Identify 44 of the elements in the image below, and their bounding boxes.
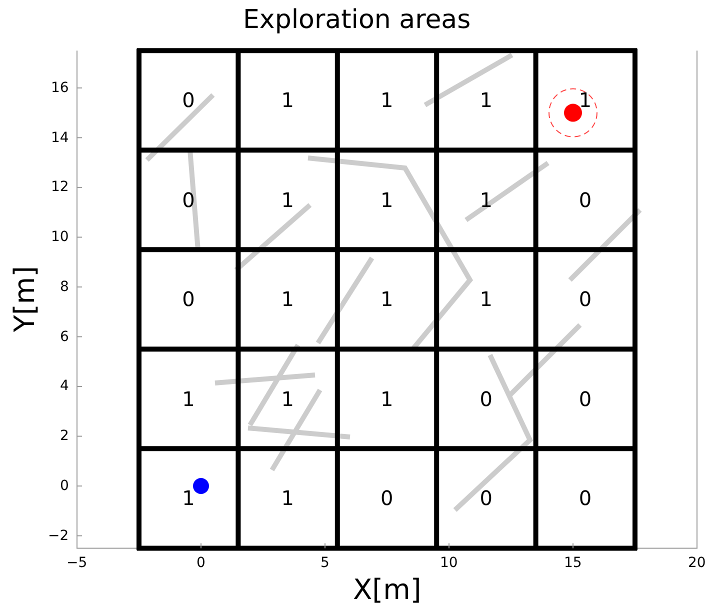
y-tick-label: 16 (51, 80, 69, 95)
y-tick-label: 2 (60, 429, 69, 444)
y-tick-label: 6 (60, 330, 69, 344)
area-value: 1 (281, 488, 294, 508)
area-value: 1 (578, 90, 592, 110)
x-tick-label: 10 (440, 556, 458, 570)
x-tick-label: −5 (66, 556, 88, 570)
area-value: 0 (182, 289, 195, 310)
area-value: 1 (281, 289, 294, 310)
area-value: 0 (578, 388, 592, 409)
area-value: 1 (182, 388, 195, 409)
area-value: 1 (380, 388, 394, 409)
area-value: 1 (380, 190, 394, 210)
x-tick-label: 20 (688, 556, 706, 570)
area-value: 1 (480, 289, 492, 310)
y-tick-label: 12 (51, 180, 69, 194)
area-value: 0 (480, 488, 492, 508)
area-value: 0 (578, 289, 592, 310)
x-tick-label: 15 (564, 556, 582, 570)
x-tick-label: 5 (320, 556, 330, 570)
y-tick-label: 0 (60, 479, 69, 493)
area-value: 1 (380, 289, 394, 310)
y-axis-label: Y[m] (11, 266, 40, 332)
area-value: 0 (380, 488, 394, 508)
x-tick-label: 0 (196, 556, 206, 570)
area-value: 0 (480, 388, 492, 409)
area-value: 0 (578, 488, 592, 508)
y-tick-label: −2 (48, 528, 69, 543)
chart-title: Exploration areas (243, 7, 471, 33)
area-value: 1 (380, 90, 394, 110)
y-tick-label: 4 (60, 379, 69, 394)
area-value: 1 (281, 190, 294, 210)
area-value: 0 (182, 90, 195, 110)
area-value: 1 (480, 90, 492, 110)
area-value: 1 (182, 488, 195, 508)
area-value: 1 (281, 90, 294, 110)
area-value: 0 (578, 190, 592, 210)
area-value: 1 (480, 190, 492, 210)
y-tick-label: 8 (60, 280, 69, 294)
area-value: 0 (182, 190, 195, 210)
y-tick-label: 14 (51, 130, 69, 145)
y-tick-label: 10 (51, 230, 69, 244)
x-axis-label: X[m] (353, 576, 422, 604)
area-value: 1 (281, 388, 294, 409)
